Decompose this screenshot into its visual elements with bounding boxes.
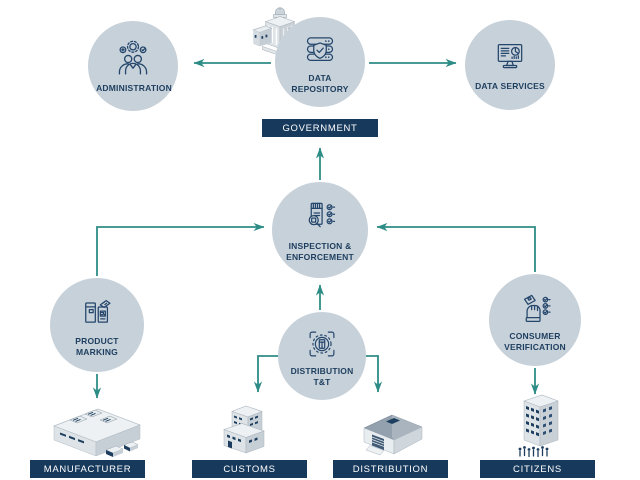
people-gears-icon — [118, 41, 148, 75]
monitor-analytics-icon — [497, 44, 523, 69]
node-data-services: DATA SERVICES — [465, 20, 555, 110]
node-label-distribution-tt: DISTRIBUTION T&T — [290, 366, 354, 387]
node-distribution-tt: DISTRIBUTION T&T — [278, 312, 366, 400]
apartment-building-people-illustration — [518, 394, 559, 458]
node-label-product-marking: PRODUCT MARKING — [75, 336, 119, 357]
banner-manufacturer: MANUFACTURER — [30, 460, 145, 478]
node-consumer-verification: CONSUMER VERIFICATION — [489, 274, 581, 366]
node-product-marking: PRODUCT MARKING — [50, 278, 144, 372]
node-label-consumer-verification: CONSUMER VERIFICATION — [504, 331, 566, 352]
pack-scan-frame-icon — [309, 331, 335, 357]
node-label-administration: ADMINISTRATION — [96, 83, 172, 94]
arrow-productmarking-to-inspection — [96, 222, 265, 276]
node-data-repository: DATA REPOSITORY — [275, 17, 365, 107]
banner-citizens: CITIZENS — [480, 460, 595, 478]
node-administration: ADMINISTRATION — [88, 21, 178, 111]
node-label-data-repository: DATA REPOSITORY — [291, 73, 349, 94]
banner-government: GOVERNMENT — [262, 119, 378, 137]
warehouse-building-illustration — [363, 414, 423, 456]
banner-customs: CUSTOMS — [192, 460, 307, 478]
node-label-data-services: DATA SERVICES — [475, 81, 545, 92]
factory-building-illustration — [53, 408, 141, 457]
pack-magnifier-checklist-icon — [308, 203, 336, 228]
office-building-illustration — [223, 405, 265, 454]
pack-qr-marking-icon — [85, 300, 111, 324]
node-label-inspection: INSPECTION & ENFORCEMENT — [286, 241, 354, 262]
hand-card-checklist-icon — [523, 295, 552, 323]
banner-distribution: DISTRIBUTION — [333, 460, 448, 478]
database-shield-icon — [306, 37, 334, 62]
node-inspection-enforcement: INSPECTION & ENFORCEMENT — [272, 182, 368, 278]
arrow-consumer-to-inspection — [376, 222, 536, 272]
